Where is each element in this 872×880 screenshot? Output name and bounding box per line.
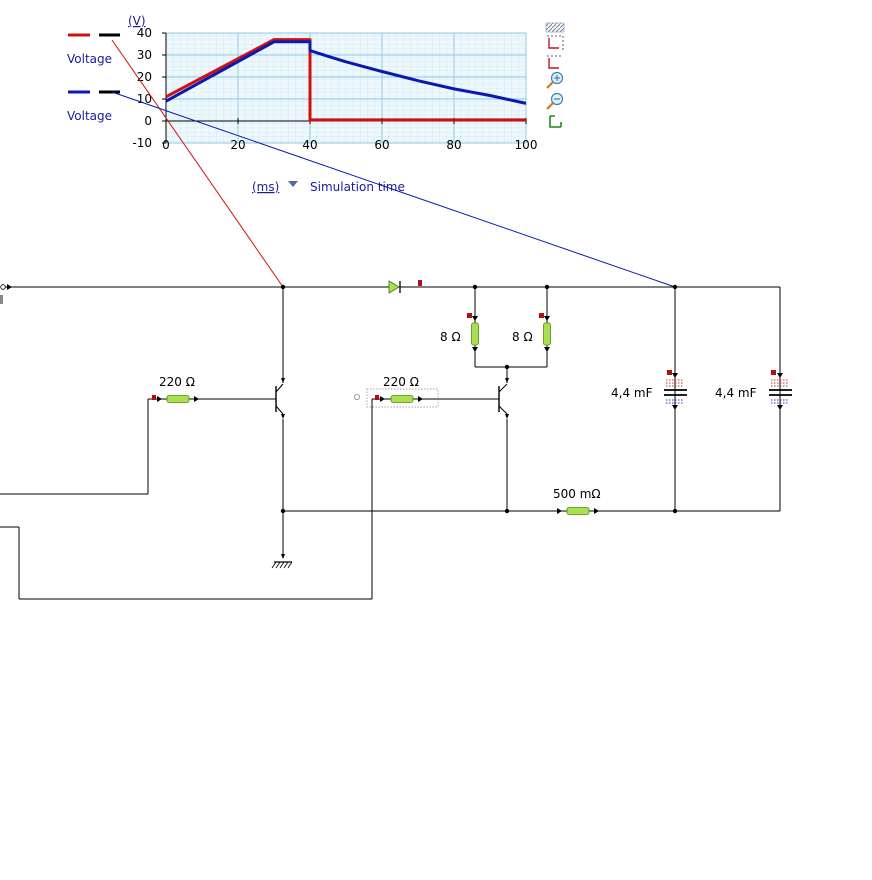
y-tick-label: 0 bbox=[144, 114, 152, 128]
resistor-bridge-1[interactable] bbox=[467, 313, 479, 352]
series-line-2[interactable] bbox=[165, 40, 527, 105]
x-quantity-label[interactable]: Simulation time bbox=[310, 180, 405, 194]
y-unit-label[interactable]: (V) bbox=[128, 14, 146, 28]
ground-icon[interactable] bbox=[271, 554, 293, 569]
x-unit-label[interactable]: (ms) bbox=[252, 180, 279, 194]
capacitor-1-label: 4,4 mF bbox=[611, 386, 653, 400]
capacitor-1[interactable] bbox=[664, 370, 687, 410]
capacitor-2-label: 4,4 mF bbox=[715, 386, 757, 400]
resistor-left-label: 220 Ω bbox=[159, 375, 195, 389]
y-tick-label: 10 bbox=[137, 92, 152, 106]
series-layer bbox=[165, 38, 527, 122]
legend-entry-1[interactable]: Voltage bbox=[67, 33, 120, 66]
y-axis: 40 30 20 10 0 -10 bbox=[132, 26, 166, 150]
legend-label-1: Voltage bbox=[67, 52, 112, 66]
probe-line-blue bbox=[111, 91, 676, 288]
x-tick-label: 60 bbox=[374, 138, 389, 152]
diode[interactable] bbox=[388, 280, 422, 294]
resistor-bottom-label: 500 mΩ bbox=[553, 487, 601, 501]
y-tick-label: 20 bbox=[137, 70, 152, 84]
capacitor-2[interactable] bbox=[769, 370, 792, 410]
y-tick-label: 30 bbox=[137, 48, 152, 62]
transistor-q1[interactable] bbox=[275, 378, 285, 419]
fit-y-icon[interactable] bbox=[547, 55, 563, 69]
x-tick-label: 0 bbox=[162, 138, 170, 152]
x-axis: 0 20 40 60 80 100 bbox=[162, 118, 537, 152]
legend-label-2: Voltage bbox=[67, 109, 112, 123]
graph-toolbar bbox=[545, 22, 565, 128]
resistor-left[interactable] bbox=[152, 395, 199, 403]
transistor-q2[interactable] bbox=[498, 378, 509, 419]
y-tick-label: -10 bbox=[132, 136, 152, 150]
x-tick-label: 100 bbox=[515, 138, 538, 152]
resistor-mid[interactable] bbox=[353, 388, 439, 408]
resistor-mid-label: 220 Ω bbox=[383, 375, 419, 389]
x-tick-label: 80 bbox=[446, 138, 461, 152]
reset-axes-icon[interactable] bbox=[549, 115, 562, 128]
resistor-bridge-2[interactable] bbox=[539, 313, 551, 352]
x-tick-label: 20 bbox=[230, 138, 245, 152]
probe-line-red bbox=[111, 39, 284, 288]
resistor-bridge-1-label: 8 Ω bbox=[440, 330, 461, 344]
zoom-out-icon[interactable] bbox=[546, 92, 564, 110]
y-tick-label: 40 bbox=[137, 26, 152, 40]
resistor-bottom[interactable] bbox=[557, 507, 599, 515]
resistor-bridge-2-label: 8 Ω bbox=[512, 330, 533, 344]
hatch-icon[interactable] bbox=[545, 22, 565, 33]
x-tick-label: 40 bbox=[302, 138, 317, 152]
chevron-down-icon[interactable] bbox=[288, 181, 298, 187]
circuit: 220 Ω 220 Ω bbox=[0, 280, 792, 600]
fit-xy-icon[interactable] bbox=[547, 35, 564, 52]
legend-entry-2[interactable]: Voltage bbox=[67, 90, 120, 123]
zoom-in-icon[interactable] bbox=[546, 71, 564, 89]
series-line-1[interactable] bbox=[165, 38, 526, 122]
